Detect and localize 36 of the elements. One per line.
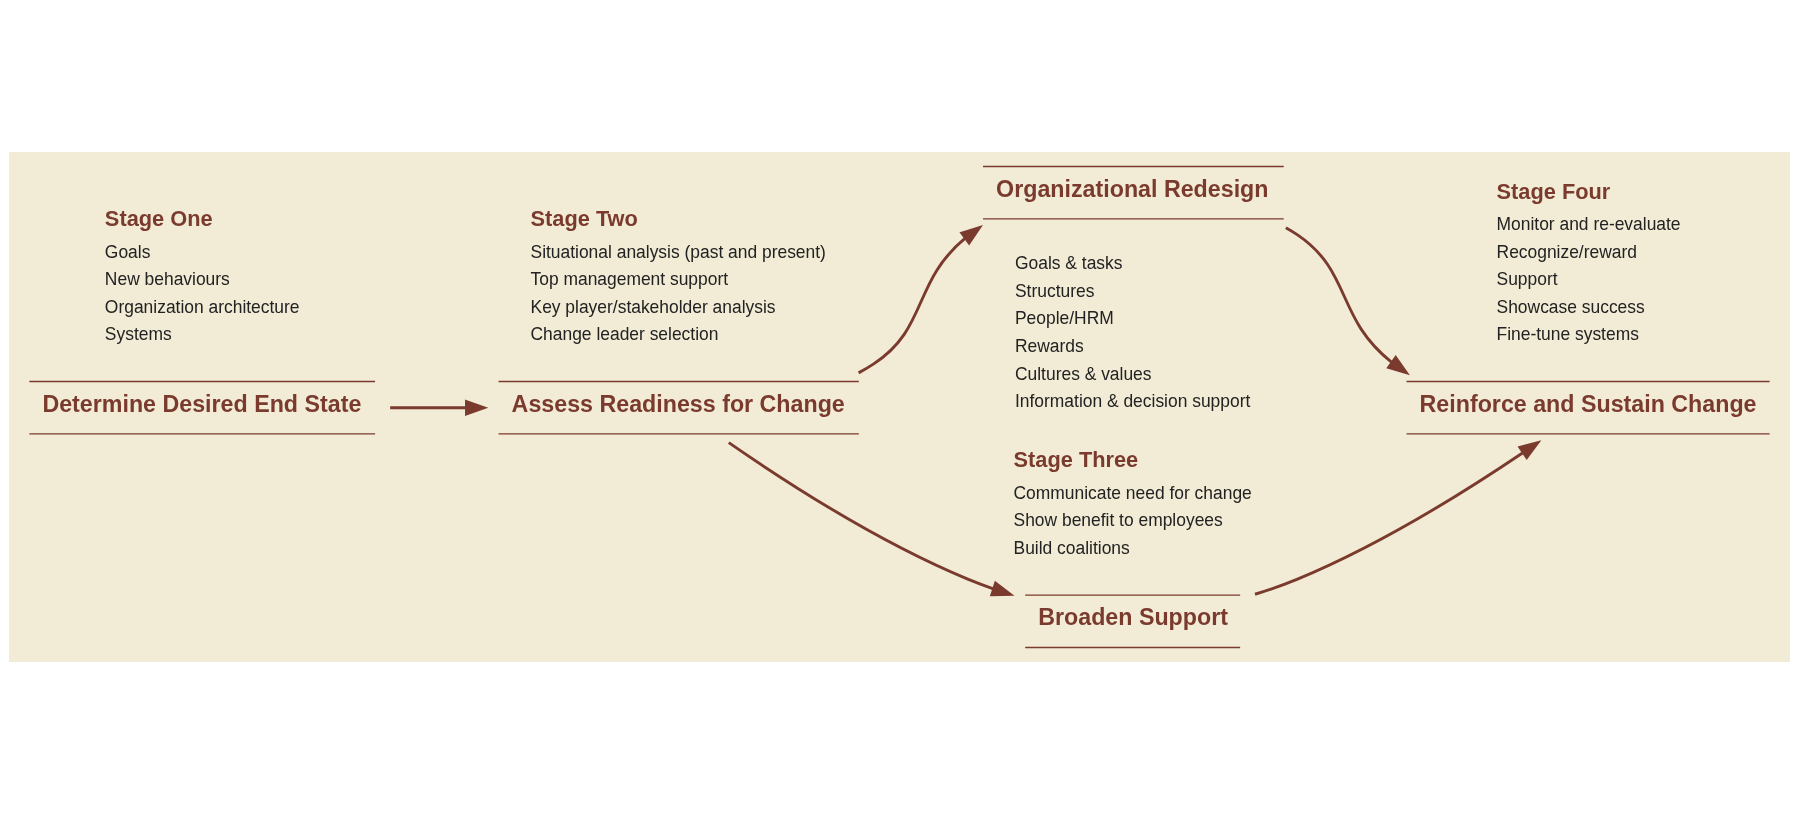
node-text: Assess Readiness for Change bbox=[511, 390, 845, 417]
node-label: Key player/stakeholder analysis bbox=[530, 296, 776, 317]
node-label: Stage Four bbox=[1496, 178, 1610, 204]
node-label: Stage Two bbox=[530, 206, 638, 232]
node-label: Goals bbox=[104, 241, 150, 262]
arrow bbox=[389, 399, 488, 416]
arrow bbox=[857, 225, 983, 375]
node-label: New behaviours bbox=[104, 269, 230, 290]
node-label: Rewards bbox=[1014, 335, 1084, 356]
node-label: Show benefit to employees bbox=[1013, 510, 1223, 531]
arrow bbox=[1284, 226, 1410, 376]
node-text: Determine Desired End State bbox=[41, 390, 361, 417]
node-label: Stage Three bbox=[1013, 447, 1138, 473]
node-label: Stage One bbox=[104, 206, 213, 232]
node-label: Fine-tune systems bbox=[1496, 324, 1639, 345]
node-label: Showcase success bbox=[1496, 296, 1645, 317]
node-label: Structures bbox=[1014, 280, 1094, 301]
node-label: Organization architecture bbox=[104, 296, 300, 317]
node-label: People/HRM bbox=[1014, 308, 1114, 329]
node-label: Information & decision support bbox=[1014, 391, 1250, 412]
node-label: Change leader selection bbox=[530, 324, 718, 345]
arrow bbox=[1254, 440, 1541, 596]
arrow bbox=[727, 441, 1014, 597]
node-text: Broaden Support bbox=[1037, 604, 1228, 631]
node-label: Monitor and re-evaluate bbox=[1496, 213, 1681, 234]
node-label: Support bbox=[1496, 269, 1558, 290]
node-label: Communicate need for change bbox=[1013, 482, 1252, 503]
node-label: Goals & tasks bbox=[1014, 253, 1122, 274]
node-text: Reinforce and Sustain Change bbox=[1419, 390, 1757, 417]
node-label: Top management support bbox=[530, 269, 728, 290]
node-label: Build coalitions bbox=[1013, 537, 1130, 558]
node-label: Systems bbox=[104, 324, 172, 345]
node-text: Organizational Redesign bbox=[995, 175, 1269, 202]
node-label: Recognize/reward bbox=[1496, 241, 1637, 262]
node-label: Situational analysis (past and present) bbox=[530, 241, 826, 262]
node-label: Cultures & values bbox=[1014, 363, 1152, 384]
